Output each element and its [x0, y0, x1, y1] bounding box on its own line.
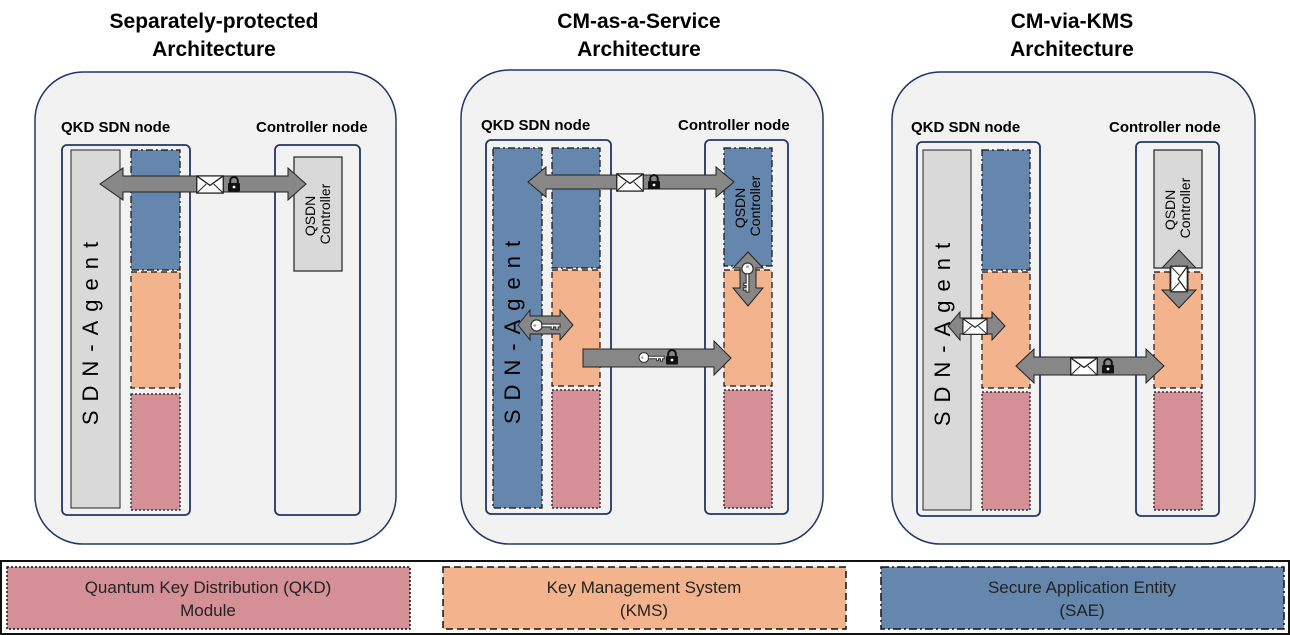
panel-3-controller-node-label: Controller node	[1109, 119, 1221, 136]
panel-1-controller-label: QSDN Controller	[302, 183, 333, 244]
panel-1-title: Separately-protected Architecture	[110, 10, 319, 61]
panel-3-qkd-node-label: QKD SDN node	[911, 119, 1020, 136]
panel-1-sae-module	[130, 149, 181, 271]
panel-cm-as-a-service: QKD SDN node Controller node SDN-Agent Q…	[460, 69, 824, 545]
panel-2-qkd-node-label: QKD SDN node	[481, 117, 590, 134]
panel-3-controller-label: QSDN Controller	[1162, 177, 1193, 238]
panel-3-title-line-1: CM-via-KMS	[1011, 10, 1134, 33]
legend-sae-line-2: (SAE)	[1059, 601, 1104, 620]
panel-3-controller-qkd-module	[1153, 391, 1203, 511]
panel-1-qkd-module	[130, 393, 181, 511]
panel-1-controller-label-line-2: Controller	[317, 183, 333, 244]
panel-1-qkd-node-label: QKD SDN node	[61, 119, 170, 136]
envelope-icon	[1070, 357, 1098, 376]
panel-1-qsdn-controller	[293, 156, 343, 272]
panel-2-title: CM-as-a-Service Architecture	[557, 10, 720, 61]
panel-2-qkd-module	[551, 389, 601, 509]
legend-item-qkd: Quantum Key Distribution (QKD) Module	[6, 566, 411, 630]
envelope-icon	[196, 175, 224, 194]
legend-sae-line-1: Secure Application Entity	[988, 578, 1177, 597]
legend-qkd-line-2: Module	[180, 601, 236, 620]
legend-item-sae: Secure Application Entity (SAE)	[880, 566, 1285, 630]
panel-2-controller-node	[704, 139, 789, 515]
panel-separately-protected: QKD SDN node Controller node SDN-Agent Q…	[34, 71, 397, 545]
envelope-icon	[962, 318, 988, 335]
panel-1-sdn-agent	[70, 149, 121, 509]
panel-3-sae-module	[981, 149, 1031, 271]
panel-1-title-line-1: Separately-protected	[110, 10, 319, 33]
panel-1-controller-node	[274, 144, 361, 516]
legend-qkd-swatch	[6, 566, 411, 630]
panel-3-title-line-2: Architecture	[1010, 38, 1134, 61]
panel-3-controller-label-line-1: QSDN	[1162, 190, 1178, 230]
panel-cm-via-kms: QKD SDN node Controller node SDN-Agent Q…	[891, 71, 1256, 545]
legend-item-kms: Key Management System (KMS)	[442, 566, 847, 630]
panel-1-controller-label-line-1: QSDN	[302, 196, 318, 236]
panel-2-title-line-1: CM-as-a-Service	[557, 10, 720, 33]
panel-2-sae-module	[551, 147, 601, 269]
panel-1-sdn-agent-label: SDN-Agent	[78, 233, 103, 425]
panel-3-controller-label-line-2: Controller	[1177, 177, 1193, 238]
legend-kms-line-2: (KMS)	[620, 601, 668, 620]
panel-2-controller-qkd-module	[723, 389, 773, 509]
envelope-icon	[1170, 265, 1188, 293]
panel-2-sae-qsdn-controller	[723, 147, 773, 267]
legend: Quantum Key Distribution (QKD) Module Ke…	[0, 560, 1290, 635]
panel-2-controller-node-label: Controller node	[678, 117, 790, 134]
legend-qkd-line-1: Quantum Key Distribution (QKD)	[85, 578, 332, 597]
panel-2-controller-label-line-2: Controller	[747, 175, 763, 236]
panel-3-qkd-sdn-node	[916, 141, 1041, 517]
legend-sae-swatch	[880, 566, 1285, 630]
panel-1-kms-module	[130, 271, 181, 389]
envelope-icon	[616, 173, 644, 192]
panel-3-title: CM-via-KMS Architecture	[1010, 10, 1134, 61]
panel-2-controller-label: QSDN Controller	[732, 175, 763, 236]
legend-kms-swatch	[442, 566, 847, 630]
panel-1-controller-node-label: Controller node	[256, 119, 368, 136]
panel-2-title-line-2: Architecture	[577, 38, 701, 61]
panel-3-qkd-module	[981, 391, 1031, 511]
panel-1-qkd-sdn-node	[61, 144, 191, 516]
panel-3-controller-node	[1135, 141, 1220, 517]
panel-3-qsdn-controller	[1153, 149, 1203, 269]
panel-2-controller-label-line-1: QSDN	[732, 188, 748, 228]
panel-2-qkd-sdn-node	[485, 139, 612, 515]
legend-kms-line-1: Key Management System	[547, 578, 742, 597]
panel-1-title-line-2: Architecture	[152, 38, 276, 61]
